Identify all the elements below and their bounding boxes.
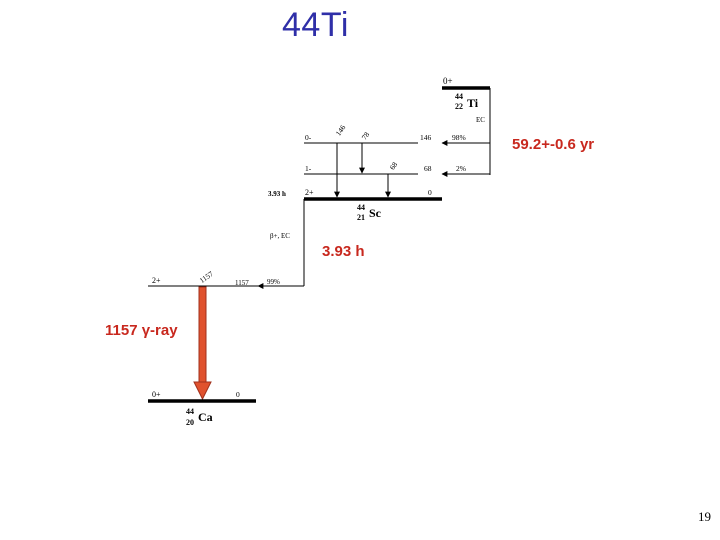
ti-spin: 0+ <box>443 76 453 86</box>
sc-mass-number: 44 <box>357 203 365 212</box>
gamma-78-label: 78 <box>360 130 372 142</box>
gamma-68-label: 68 <box>388 160 400 172</box>
sc-spin: 2+ <box>305 188 314 197</box>
sc-decay-mode: β+, EC <box>270 232 290 240</box>
slide-title: 44Ti <box>282 6 349 44</box>
gamma-146-label: 146 <box>334 123 348 138</box>
ca-energy: 0 <box>236 390 240 399</box>
sc-energy: 0 <box>428 188 432 197</box>
sc-level-146-energy: 146 <box>420 133 432 142</box>
gamma-ray-label: 1157 γ-ray <box>105 322 178 339</box>
ca-level-1157-energy: 1157 <box>235 279 249 287</box>
ti-symbol: Ti <box>467 96 479 110</box>
ca-spin: 0+ <box>152 390 161 399</box>
sc-symbol: Sc <box>369 206 382 220</box>
sc-level-68-energy: 68 <box>424 164 432 173</box>
gamma-1157-arrow <box>193 286 212 401</box>
ca-level-1157-spin: 2+ <box>152 276 161 285</box>
ec-branch-percent-98: 98% <box>452 133 466 142</box>
ti-mass-number: 44 <box>455 92 463 101</box>
gamma-1157-small-label: 1157 <box>198 269 215 285</box>
ti-halflife-label: 59.2+-0.6 yr <box>512 136 595 153</box>
ti-atomic-number: 22 <box>455 102 463 111</box>
ca-atomic-number: 20 <box>186 418 194 427</box>
sc-atomic-number: 21 <box>357 213 365 222</box>
sc-halflife-label: 3.93 h <box>322 243 365 260</box>
ec-branch-percent-2: 2% <box>456 164 466 173</box>
ca-mass-number: 44 <box>186 407 194 416</box>
sc-level-146-spin: 0- <box>305 133 312 142</box>
ca-symbol: Ca <box>198 410 213 424</box>
sc-level-68-spin: 1- <box>305 164 312 173</box>
ti-decay-mode: EC <box>476 116 485 124</box>
beta-branch-percent: 99% <box>267 278 280 286</box>
page-number: 19 <box>698 509 711 524</box>
sc-halflife-small: 3.93 h <box>268 190 286 198</box>
